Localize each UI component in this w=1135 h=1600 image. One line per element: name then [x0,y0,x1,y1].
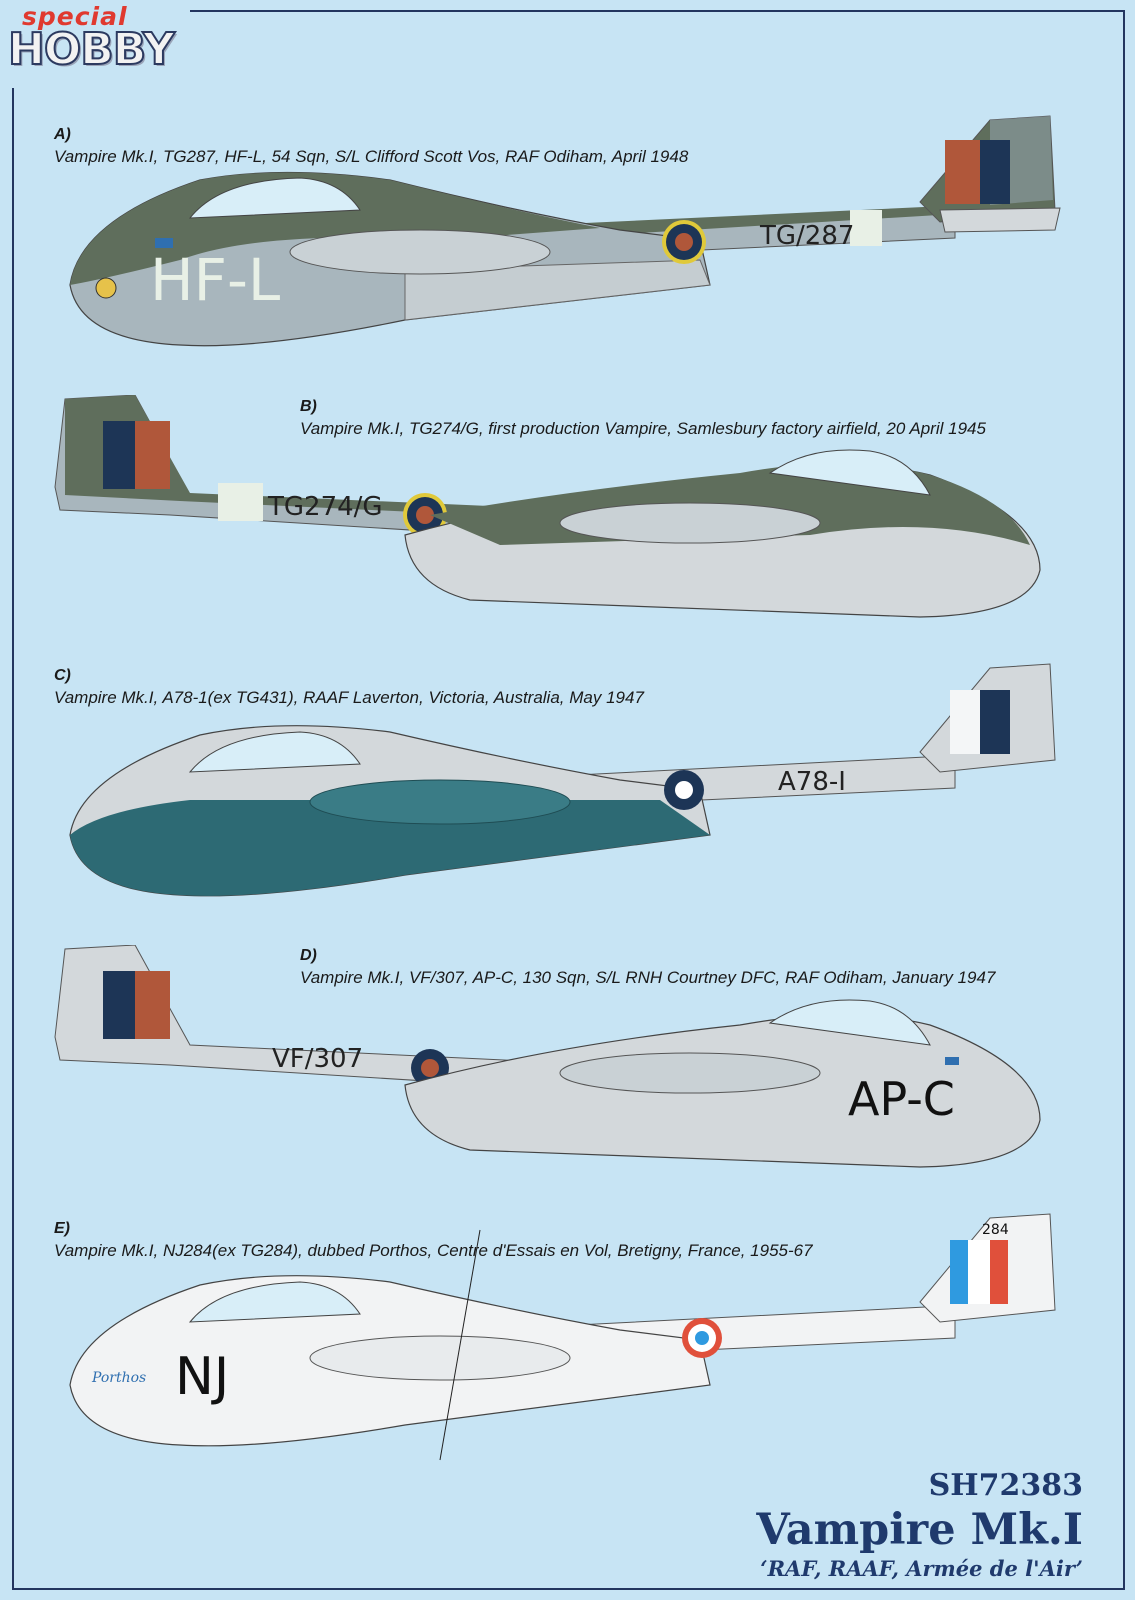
caption-a: A) Vampire Mk.I, TG287, HF-L, 54 Sqn, S/… [54,124,688,168]
logo-hobby-text: HOBBY [7,23,176,76]
fin-number-e: 284 [982,1222,1009,1238]
aircraft-profile-e: 284 NJ Porthos [69,1213,1056,1461]
code-d: AP-C [848,1072,955,1126]
roundel-c-white [675,781,693,799]
caption-c: C) Vampire Mk.I, A78-1(ex TG431), RAAF L… [54,665,644,709]
fin-flash-white-c [950,690,980,754]
serial-c: A78-I [778,767,846,797]
caption-e: E) Vampire Mk.I, NJ284(ex TG284), dubbed… [54,1218,813,1262]
caption-d-text: Vampire Mk.I, VF/307, AP-C, 130 Sqn, S/L… [300,968,996,987]
fin-flash-blue-d [103,971,135,1039]
code-e: NJ [175,1347,229,1407]
product-name: Vampire Mk.I [756,1505,1083,1555]
caption-c-text: Vampire Mk.I, A78-1(ex TG431), RAAF Lave… [54,688,644,707]
fin-flash-blue-b [103,421,135,489]
aircraft-profile-b: TG274/G [54,395,1041,618]
aircraft-profile-c: A78-I [69,663,1056,897]
special-hobby-logo: special HOBBY [4,2,194,78]
serial-d: VF/307 [272,1044,363,1074]
squadron-badge-icon [95,277,117,299]
aircraft-profile-d: VF/307 AP-C [54,945,1041,1168]
sky-band-a [850,210,882,246]
antenna-wire-e [439,1229,481,1461]
product-subtitle: ‘RAF, RAAF, Armée de l'Air’ [760,1556,1083,1581]
caption-e-text: Vampire Mk.I, NJ284(ex TG284), dubbed Po… [54,1241,813,1260]
caption-a-letter: A) [54,126,71,143]
fin-flash-white-e [968,1240,990,1304]
caption-b-text: Vampire Mk.I, TG274/G, first production … [300,419,986,438]
caption-e-letter: E) [54,1220,70,1237]
roundel-d-red [421,1059,439,1077]
code-a: HF-L [150,246,280,314]
caption-c-letter: C) [54,667,71,684]
fin-flash-red-b [135,421,170,489]
nose-marking [155,238,173,248]
cocarde-e-blue [695,1331,709,1345]
roundel-b-red [416,506,434,524]
aircraft-profile-a: TG/287 HF-L [69,115,1061,347]
roundel-a-red [675,233,693,251]
product-title-block: SH72383 Vampire Mk.I ‘RAF, RAAF, Armée d… [756,1468,1083,1582]
caption-d: D) Vampire Mk.I, VF/307, AP-C, 130 Sqn, … [300,945,995,989]
serial-b: TG274/G [267,492,383,522]
frame-top-line [190,10,1125,12]
serial-a: TG/287 [759,221,854,251]
fin-flash-red-e [990,1240,1008,1304]
frame-right-line [1123,10,1125,1590]
caption-b-letter: B) [300,398,317,415]
frame-left-line [12,88,14,1590]
frame-bottom-line [12,1588,1125,1590]
fin-flash-red [945,140,980,204]
fin-flash-blue-c [980,690,1010,754]
product-code: SH72383 [928,1468,1083,1503]
caption-b: B) Vampire Mk.I, TG274/G, first producti… [300,396,986,440]
caption-a-text: Vampire Mk.I, TG287, HF-L, 54 Sqn, S/L C… [54,147,689,166]
fin-flash-blue [980,140,1010,204]
fin-flash-red-d [135,971,170,1039]
caption-d-letter: D) [300,947,317,964]
nose-name-e: Porthos [91,1370,146,1386]
nose-marking-d [945,1057,959,1065]
logo-special-text: special [22,2,128,31]
sky-band-b [218,483,263,521]
fin-flash-blue-e [950,1240,968,1304]
